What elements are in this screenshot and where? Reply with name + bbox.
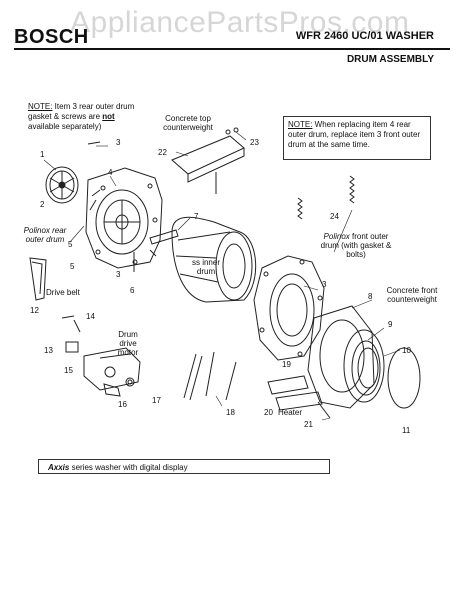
top-counterweight-drawing bbox=[171, 127, 245, 194]
concrete-front-label: Concrete front counterweight bbox=[386, 286, 438, 304]
callout-17: 17 bbox=[152, 396, 161, 405]
callout-2: 2 bbox=[40, 200, 45, 209]
callout-15: 15 bbox=[64, 366, 73, 375]
callout-3b: 3 bbox=[116, 270, 121, 279]
polinox-rear-label: Polinox rear outer drum bbox=[23, 226, 67, 244]
callout-4: 4 bbox=[108, 168, 113, 177]
callout-3c: 3 bbox=[322, 280, 327, 289]
drum-motor-label: Drum drive motor bbox=[117, 330, 139, 357]
callout-18: 18 bbox=[226, 408, 235, 417]
footer-series: Axxis bbox=[48, 463, 70, 472]
drive-belt-drawing bbox=[29, 257, 47, 301]
springs-drawing bbox=[297, 175, 355, 220]
callout-5b: 5 bbox=[70, 262, 75, 271]
callout-23: 23 bbox=[250, 138, 259, 147]
callout-10: 10 bbox=[402, 346, 411, 355]
front-counterweight-drawing bbox=[307, 305, 375, 409]
callout-12: 12 bbox=[30, 306, 39, 315]
front-outer-drum-drawing bbox=[253, 255, 325, 361]
polinox-front-rest: front outer drum (with gasket & bolts) bbox=[320, 232, 392, 259]
callout-21: 21 bbox=[304, 420, 313, 429]
callout-20: 20 bbox=[264, 408, 273, 417]
drive-motor-drawing bbox=[65, 341, 141, 391]
section-title: DRUM ASSEMBLY bbox=[346, 54, 434, 65]
note-left-prefix: NOTE: bbox=[28, 102, 53, 111]
note-left-text-2: available separately) bbox=[28, 122, 102, 131]
callout-13: 13 bbox=[44, 346, 53, 355]
callout-24: 24 bbox=[330, 212, 339, 221]
rear-outer-drum-drawing bbox=[85, 167, 163, 269]
polinox-front-label: Polinox front outer drum (with gasket & … bbox=[318, 232, 394, 259]
callout-7: 7 bbox=[194, 212, 199, 221]
shock-absorbers-drawing bbox=[183, 351, 237, 401]
heater-label: Heater bbox=[278, 408, 303, 417]
callout-5a: 5 bbox=[68, 240, 73, 249]
note-left-text-1: Item 3 rear outer drum gasket & screws a… bbox=[28, 102, 135, 121]
callout-6: 6 bbox=[130, 286, 135, 295]
ss-inner-drum-label: ss inner drum bbox=[191, 258, 220, 276]
model-title: WFR 2460 UC/01 WASHER bbox=[295, 30, 434, 42]
concrete-top-label: Concrete top counterweight bbox=[163, 114, 213, 132]
note-right-prefix: NOTE: bbox=[288, 120, 313, 129]
callout-1: 1 bbox=[40, 150, 45, 159]
callout-16: 16 bbox=[118, 400, 127, 409]
callout-19: 19 bbox=[282, 360, 291, 369]
header-rule bbox=[14, 48, 450, 50]
note-right: NOTE: When replacing item 4 rear outer d… bbox=[283, 116, 431, 160]
callout-22: 22 bbox=[158, 148, 167, 157]
inner-drum-drawing bbox=[171, 216, 257, 303]
callout-14: 14 bbox=[86, 312, 95, 321]
pulley-drawing bbox=[45, 166, 79, 204]
footer-rest: series washer with digital display bbox=[69, 463, 188, 472]
callout-11: 11 bbox=[402, 426, 411, 435]
drive-belt-label: Drive belt bbox=[46, 288, 80, 297]
polinox-front-italic: Polinox bbox=[323, 232, 350, 241]
watermark: AppliancePartsPros.com bbox=[70, 6, 410, 39]
note-left-not: not bbox=[102, 112, 115, 121]
note-right-text: When replacing item 4 rear outer drum, r… bbox=[288, 120, 421, 149]
door-gasket-drawing bbox=[343, 329, 385, 403]
callout-8: 8 bbox=[368, 292, 373, 301]
callout-3a: 3 bbox=[116, 138, 121, 147]
note-left: NOTE: Item 3 rear outer drum gasket & sc… bbox=[28, 102, 140, 132]
callout-9: 9 bbox=[388, 320, 393, 329]
heater-drawing bbox=[267, 375, 331, 419]
brand-logo: BOSCH bbox=[14, 26, 89, 48]
footer-note: Axxis series washer with digital display bbox=[38, 459, 330, 474]
clamp-ring-drawing bbox=[387, 347, 421, 409]
